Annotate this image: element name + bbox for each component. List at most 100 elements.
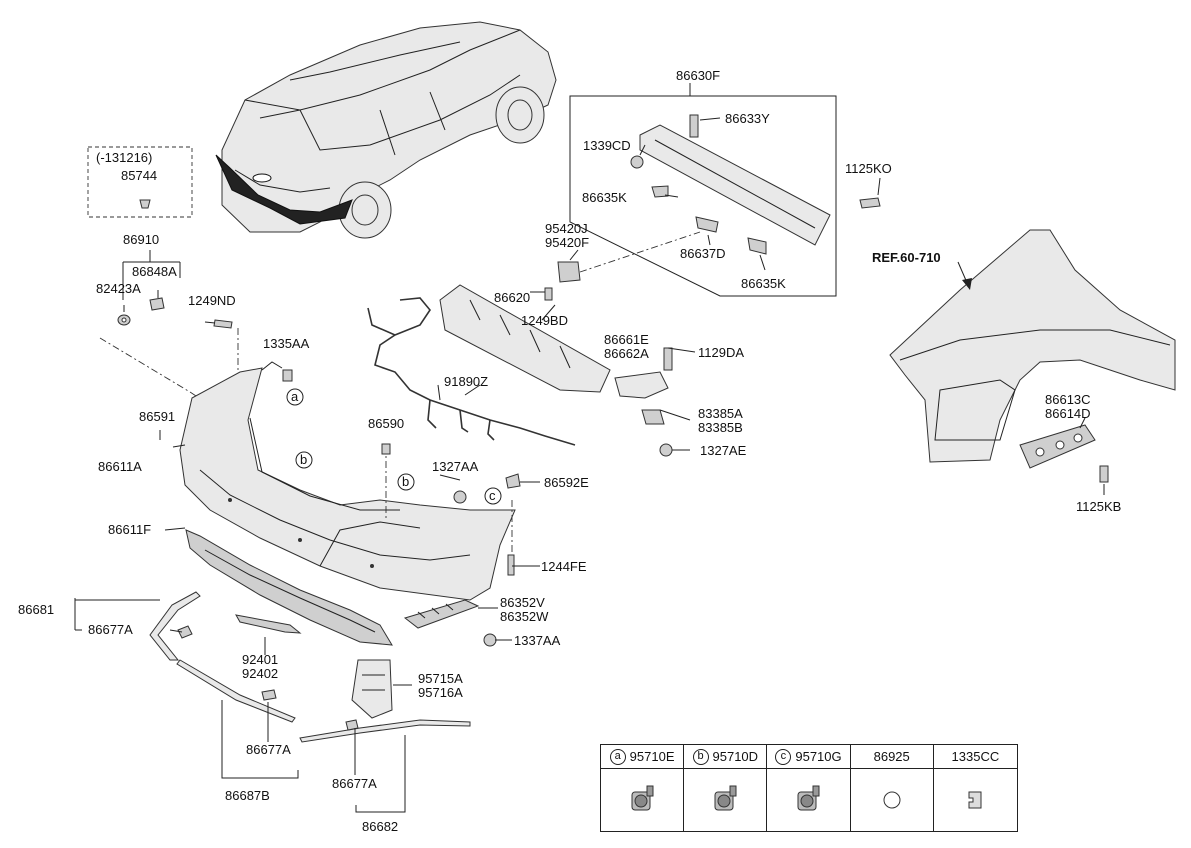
legend-header-c: c 95710G [767, 745, 851, 769]
label-86352V: 86352V [500, 595, 545, 610]
label-86682: 86682 [362, 819, 398, 834]
energy-absorber-86620 [439, 284, 611, 393]
bolt-1129DA-icon [663, 347, 673, 371]
label-91890Z: 91890Z [444, 374, 488, 389]
label-1125KO: 1125KO [845, 161, 892, 176]
label-86611A: 86611A [98, 459, 142, 474]
garnish-86682 [299, 719, 471, 743]
legend-sensor-b [684, 769, 768, 831]
clip-1335AA-icon [282, 369, 293, 382]
label-1327AA: 1327AA [432, 459, 479, 474]
callout-b-2: b [397, 473, 415, 491]
callout-c-1: c [484, 487, 502, 505]
label-86352W: 86352W [500, 609, 549, 624]
clip-85744-icon [139, 199, 151, 209]
revision-note-box [87, 146, 193, 218]
label-95716A: 95716A [418, 685, 463, 700]
part-labels: (-131216) 85744 86910 86848A 82423A 1249… [18, 68, 1121, 834]
clip-83385A-icon [641, 409, 665, 425]
label-83385A: 83385A [698, 406, 743, 421]
clip-86848A-icon [149, 297, 165, 311]
label-86633Y: 86633Y [725, 111, 770, 126]
garnish-86681 [149, 591, 201, 661]
legend-badge-a: a [609, 748, 626, 765]
label-86630F: 86630F [676, 68, 720, 83]
label-92402: 92402 [242, 666, 278, 681]
label-1244FE: 1244FE [541, 559, 587, 574]
bracket-86637D-icon [695, 216, 719, 233]
label-86635K-1: 86635K [582, 190, 627, 205]
label-86677A-3: 86677A [332, 776, 377, 791]
label-ref-60-710: REF.60-710 [872, 250, 941, 265]
label-92401: 92401 [242, 652, 278, 667]
callout-b-1: b [295, 451, 313, 469]
label-85744: 85744 [121, 168, 157, 183]
label-86662A: 86662A [604, 346, 649, 361]
label-86677A-2: 86677A [246, 742, 291, 757]
callout-b-text-2: b [402, 474, 409, 489]
bracket-95420J-icon [557, 261, 581, 283]
back-beam-box [569, 83, 837, 297]
legend-code-86925: 86925 [873, 749, 910, 764]
legend-code-95710D: 95710D [712, 749, 759, 764]
bracket-86635K-icon [651, 185, 669, 198]
callout-c-text: c [489, 488, 496, 503]
label-1129DA: 1129DA [698, 345, 744, 360]
legend-sensor-a [601, 769, 685, 831]
back-beam-86630F [639, 114, 831, 246]
legend-code-1335CC: 1335CC [951, 749, 1000, 764]
label-1327AE: 1327AE [700, 443, 747, 458]
legend-header-a: a 95710E [601, 745, 685, 769]
label-82423A: 82423A [96, 281, 141, 296]
label-95420J: 95420J [545, 221, 588, 236]
label-86687B: 86687B [225, 788, 270, 803]
retainer-86592E-icon [505, 473, 521, 489]
bracket-86613C-icon [1019, 424, 1096, 469]
parking-sensor-icon [631, 785, 654, 811]
nut-1337AA-icon [483, 633, 497, 647]
legend-badge-b: b [692, 748, 709, 765]
label-86590: 86590 [368, 416, 404, 431]
label-86614D: 86614D [1045, 406, 1091, 421]
label-83385B: 83385B [698, 420, 743, 435]
hole-plug-icon [883, 791, 901, 809]
legend-header-86925: 86925 [850, 745, 934, 769]
garnish-86687B [176, 659, 296, 723]
reflector-92401-icon [235, 614, 302, 634]
label-86611F: 86611F [108, 522, 151, 537]
lower-diffuser-86611F [185, 529, 393, 646]
parts-legend-table: a 95710E b 95710D c 95710G 86925 1335CC [600, 744, 1018, 832]
nut-1339CD-icon [630, 155, 644, 169]
grommet-82423A-icon [117, 314, 131, 326]
parking-sensor-icon [797, 785, 820, 811]
clip-86590-icon [381, 443, 391, 455]
label-1125KB: 1125KB [1076, 499, 1121, 514]
callout-b-text: b [300, 452, 307, 467]
bolt-1244FE-icon [507, 554, 515, 576]
legend-header-b: b 95710D [684, 745, 768, 769]
legend-header-1335CC: 1335CC [933, 745, 1017, 769]
nut-1327AA-icon [453, 490, 467, 504]
wiring-harness-91890Z [367, 297, 576, 446]
bolt-1125KB-icon [1099, 465, 1109, 483]
label-1249BD: 1249BD [521, 313, 568, 328]
legend-badge-c: c [775, 748, 792, 765]
clip-icon [968, 791, 982, 809]
screw-86677A-icons [177, 625, 359, 731]
callout-a-text: a [291, 389, 299, 404]
legend-sensor-c [767, 769, 851, 831]
bracket-86635K-2-icon [747, 237, 767, 255]
screw-1249ND-icon [204, 319, 233, 329]
bolt-1125KO-icon [859, 197, 881, 209]
legend-code-95710E: 95710E [629, 749, 675, 764]
label-86661E: 86661E [604, 332, 649, 347]
legend-plug-86925 [851, 769, 934, 831]
nut-1327AE-icon [659, 443, 673, 457]
parking-sensor-icon [714, 785, 737, 811]
vehicle-illustration [215, 21, 557, 239]
legend-clip-1335CC [934, 769, 1017, 831]
label-86637D: 86637D [680, 246, 726, 261]
label-95420F: 95420F [545, 235, 589, 250]
label-131216: (-131216) [96, 150, 152, 165]
legend-code-95710G: 95710G [795, 749, 842, 764]
